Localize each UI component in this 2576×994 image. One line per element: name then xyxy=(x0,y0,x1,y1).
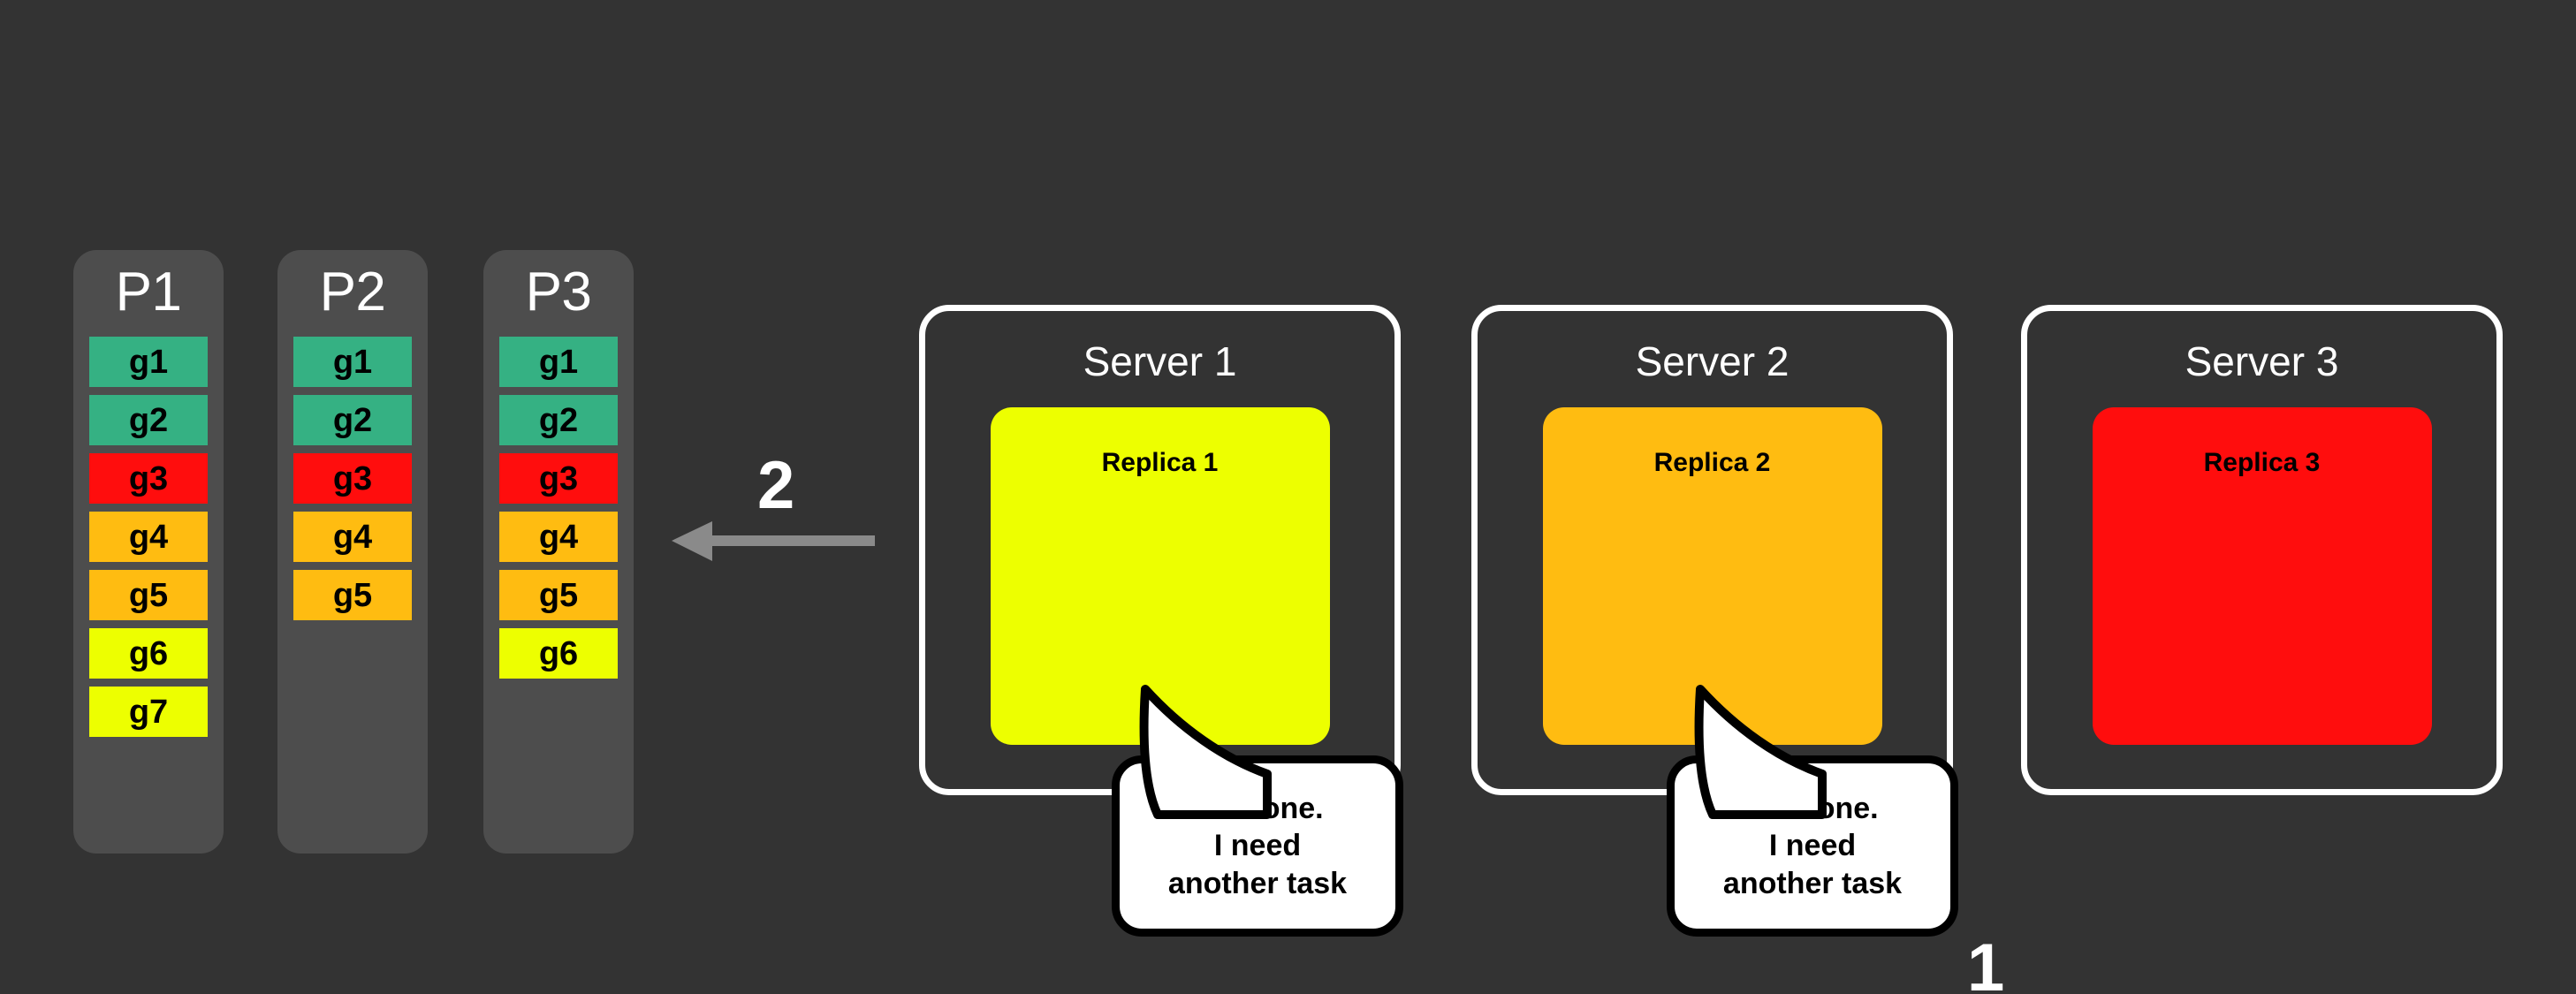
task-block[interactable]: g2 xyxy=(499,395,618,446)
bubble-line: I’m done. xyxy=(1191,792,1324,826)
task-block[interactable]: g3 xyxy=(499,453,618,505)
task-block[interactable]: g4 xyxy=(499,512,618,563)
task-block[interactable]: g2 xyxy=(89,395,208,446)
replica-box-1[interactable]: Replica 1 xyxy=(990,406,1330,745)
step-number-one: 1 xyxy=(1967,930,2005,994)
bubble-line: I need xyxy=(1768,829,1857,863)
replica-label: Replica 1 xyxy=(1101,447,1219,477)
replica-box-3[interactable]: Replica 3 xyxy=(2092,406,2432,745)
server-title-1: Server 1 xyxy=(1083,338,1237,384)
partition-title-p1: P1 xyxy=(115,262,182,322)
task-block[interactable]: g1 xyxy=(499,337,618,388)
bubble-line: I’m done. xyxy=(1746,792,1879,826)
replica-box-2[interactable]: Replica 2 xyxy=(1542,406,1882,745)
server-title-2: Server 2 xyxy=(1635,338,1790,384)
task-block[interactable]: g1 xyxy=(89,337,208,388)
task-block[interactable]: g3 xyxy=(89,453,208,505)
bubble-line: another task xyxy=(1722,866,1903,900)
replica-label: Replica 3 xyxy=(2203,447,2321,477)
task-block[interactable]: g4 xyxy=(293,512,412,563)
leftward-arrow-icon xyxy=(672,521,875,561)
task-block[interactable]: g5 xyxy=(293,570,412,621)
bubble-line: I need xyxy=(1213,829,1302,863)
task-block[interactable]: g4 xyxy=(89,512,208,563)
step-number-two: 2 xyxy=(757,448,795,523)
server-box-1: Server 1 Replica 1 xyxy=(919,305,1401,795)
speech-bubble-1: I’m done. I need another task xyxy=(1112,755,1403,937)
task-block[interactable]: g1 xyxy=(293,337,412,388)
task-block[interactable]: g6 xyxy=(89,628,208,679)
server-title-3: Server 3 xyxy=(2185,338,2339,384)
task-list-p3: g1 g2 g3 g4 g5 g6 xyxy=(483,337,634,679)
partition-column-p3: P3 g1 g2 g3 g4 g5 g6 xyxy=(483,250,634,854)
partition-column-p2: P2 g1 g2 g3 g4 g5 xyxy=(277,250,428,854)
leftward-arrow xyxy=(672,521,875,561)
task-list-p1: g1 g2 g3 g4 g5 g6 g7 xyxy=(73,337,224,738)
replica-label: Replica 2 xyxy=(1653,447,1771,477)
partition-column-p1: P1 g1 g2 g3 g4 g5 g6 g7 xyxy=(73,250,224,854)
task-block[interactable]: g2 xyxy=(293,395,412,446)
task-block[interactable]: g5 xyxy=(499,570,618,621)
partition-title-p3: P3 xyxy=(525,262,592,322)
task-block[interactable]: g7 xyxy=(89,687,208,738)
task-block[interactable]: g3 xyxy=(293,453,412,505)
task-block[interactable]: g6 xyxy=(499,628,618,679)
task-block[interactable]: g5 xyxy=(89,570,208,621)
speech-bubble-2: I’m done. I need another task xyxy=(1667,755,1958,937)
server-box-2: Server 2 Replica 2 xyxy=(1471,305,1953,795)
bubble-line: another task xyxy=(1167,866,1348,900)
partition-title-p2: P2 xyxy=(319,262,386,322)
server-box-3: Server 3 Replica 3 xyxy=(2021,305,2503,795)
task-list-p2: g1 g2 g3 g4 g5 xyxy=(277,337,428,621)
